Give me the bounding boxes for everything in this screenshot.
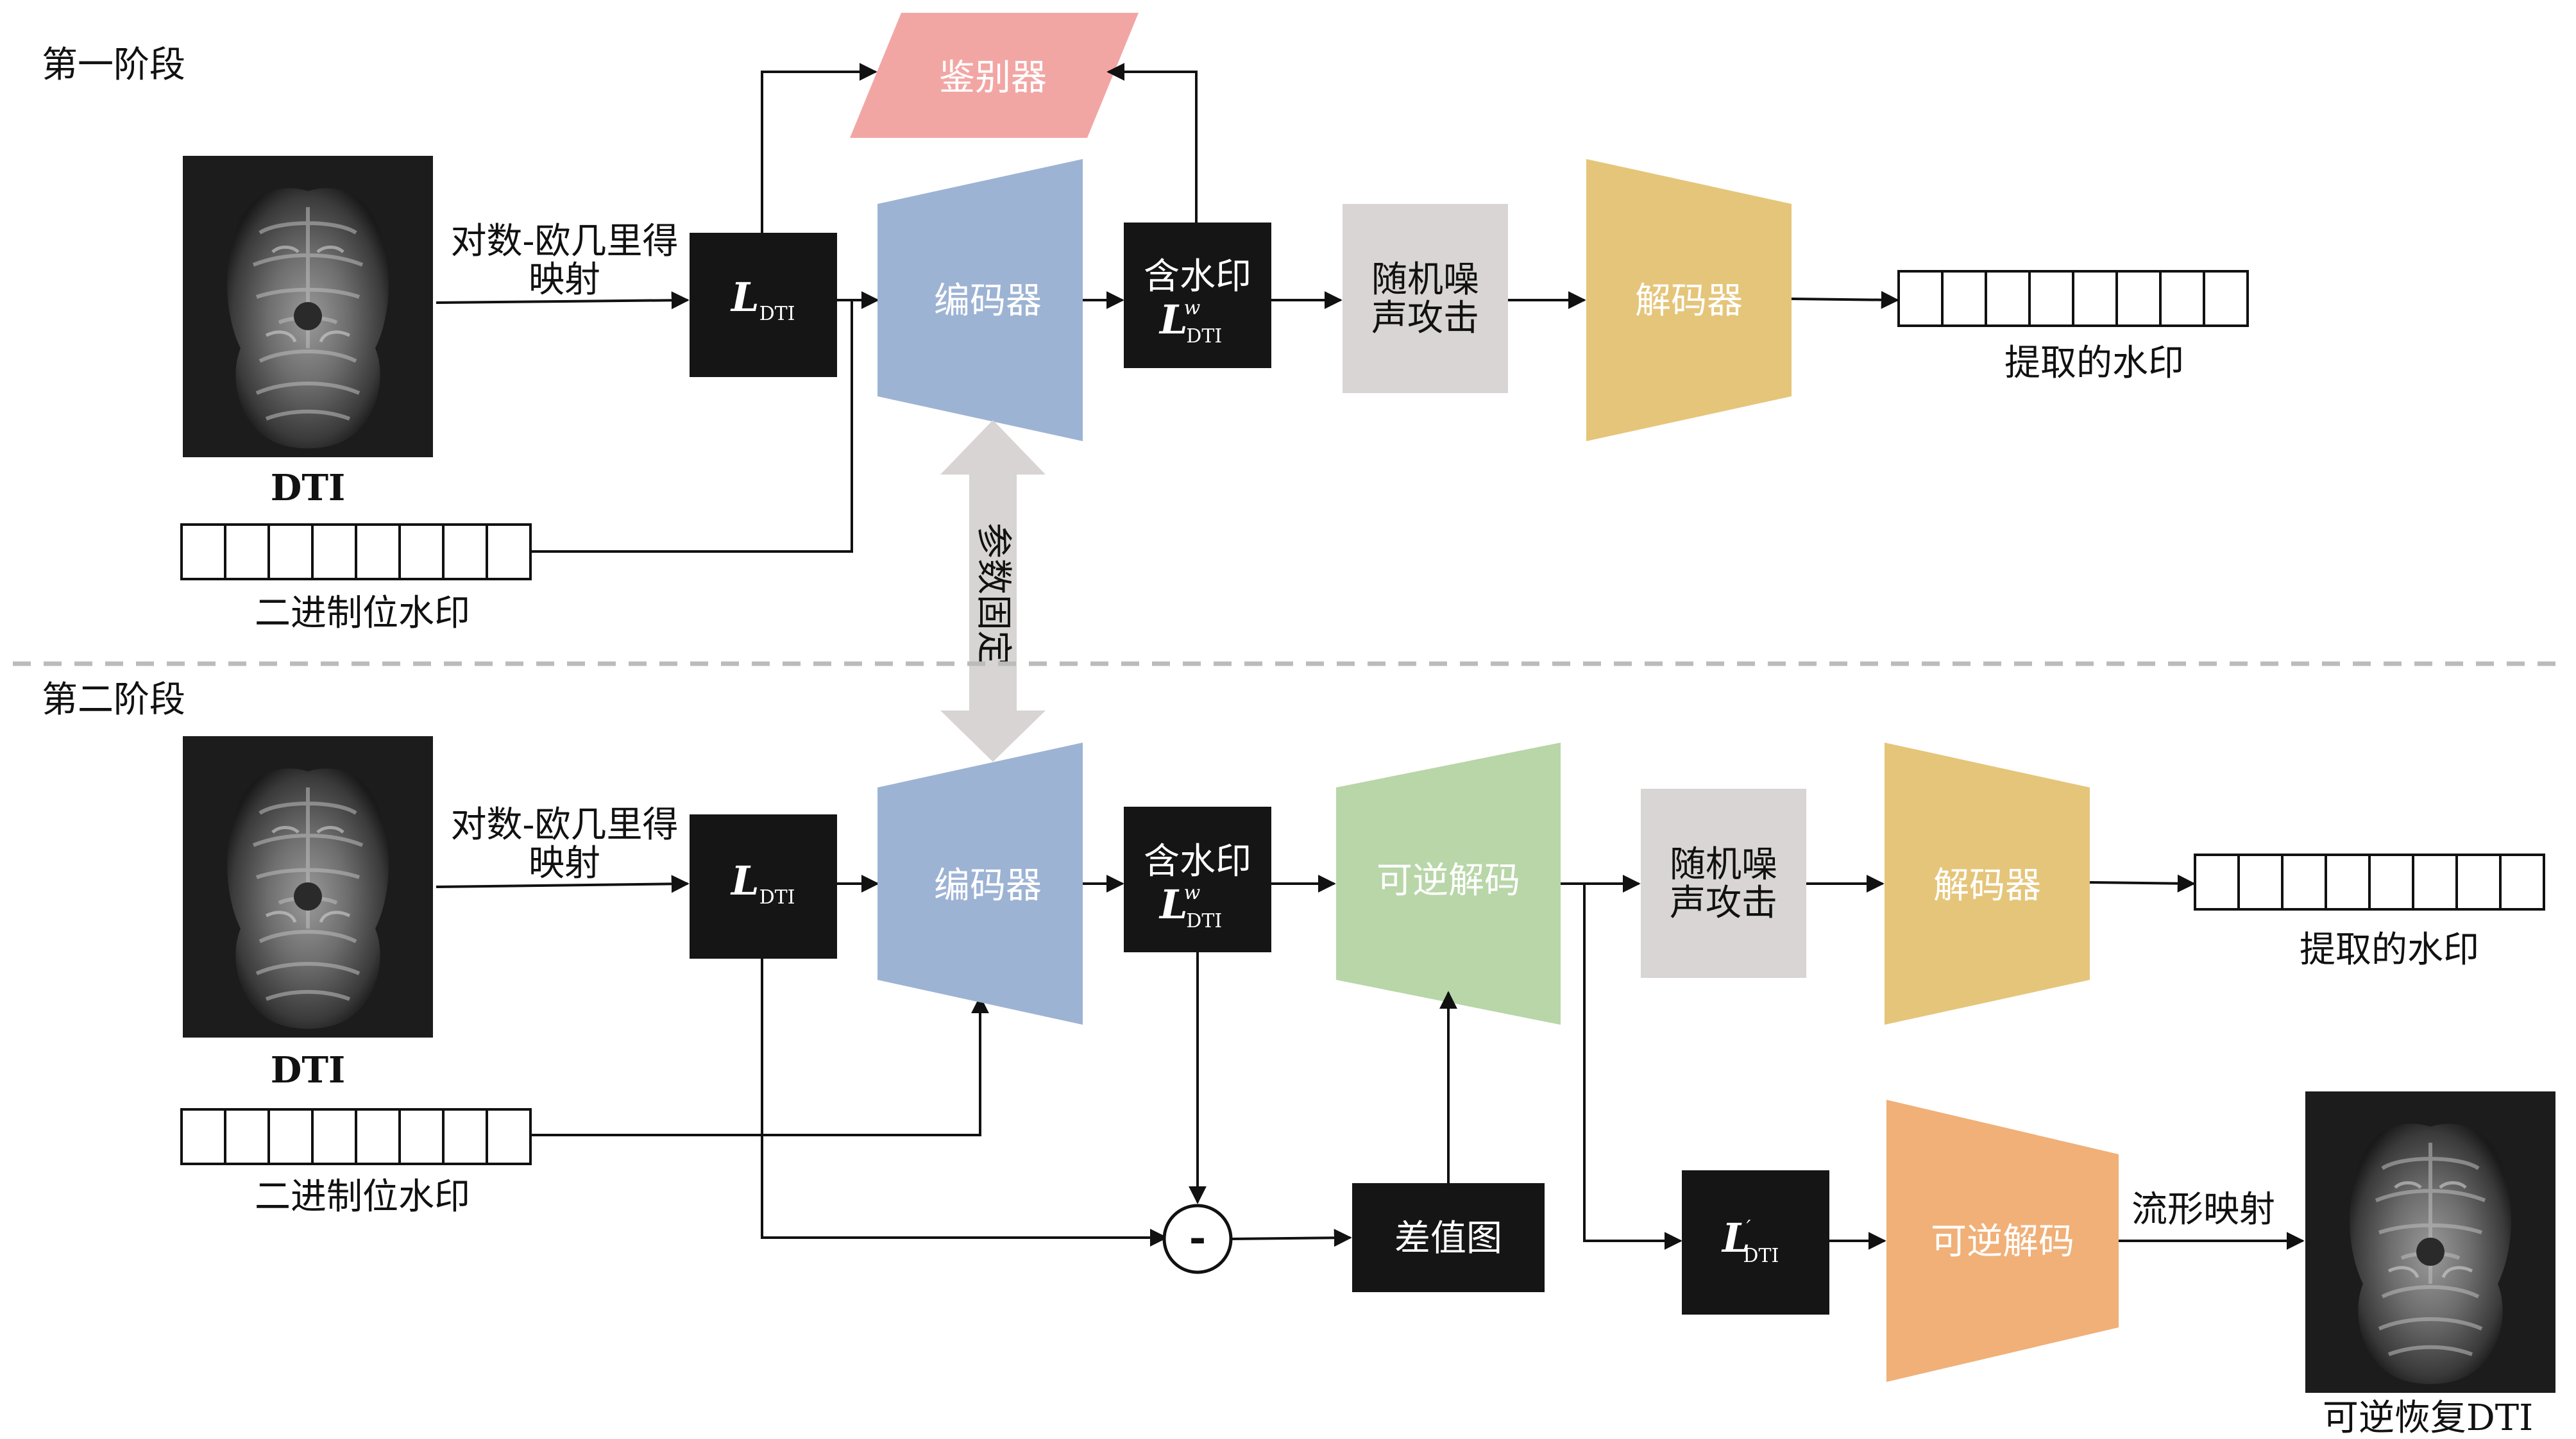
- stage1-noise-line1: 随机噪: [1371, 259, 1479, 301]
- stage1-discriminator-label: 鉴别器: [939, 57, 1047, 99]
- stage2-invertible-decoding-label: 可逆解码: [1377, 860, 1520, 902]
- stage1-l-dti-symbol: LDTI: [730, 274, 795, 325]
- stage2-dti-label: DTI: [271, 1049, 345, 1091]
- stage2-binary-watermark: [180, 1108, 532, 1165]
- stage2-log-euclid-text: 对数-欧几里得: [451, 804, 679, 846]
- param-fixed-label: 参数固定: [972, 523, 1014, 666]
- stage1-extracted-watermark: [1897, 270, 2249, 327]
- minus-symbol: -: [1189, 1214, 1207, 1262]
- stage2-noise-line2: 声攻击: [1670, 882, 1777, 924]
- stage2-encoder: [877, 743, 1083, 1025]
- stage2-l-dti-symbol: LDTI: [730, 857, 795, 909]
- stage1-extracted-label: 提取的水印: [2004, 342, 2184, 384]
- recovered-dti-label: 可逆恢复DTI: [2323, 1397, 2533, 1439]
- stage1-label: 第一阶段: [42, 44, 185, 86]
- stage2-noise-attack: [1641, 789, 1806, 978]
- stage1-mapping-text: 映射: [529, 259, 600, 301]
- stage1-arrow-dti-to-l: [436, 291, 690, 310]
- stage2-noise-line1: 随机噪: [1670, 844, 1777, 886]
- diff-map-label: 差值图: [1394, 1218, 1502, 1259]
- stage1-decoder-label: 解码器: [1635, 280, 1743, 322]
- diff-map-box: [1352, 1183, 1545, 1292]
- stage1-l-dti-box: [690, 233, 837, 377]
- stage1-watermarked-box: [1124, 223, 1271, 368]
- stage1-watermarked-label: 含水印: [1144, 256, 1251, 298]
- stage2-dti-image: brain-mri-icon: [183, 736, 433, 1038]
- stage2-binary-watermark-label: 二进制位水印: [255, 1176, 470, 1218]
- stage1-discriminator: [850, 13, 1139, 138]
- stage1-arrow-decoder-to-extracted: [1791, 290, 1899, 309]
- stage2-watermark-feed-line: [530, 995, 989, 1136]
- stage1-noise-attack: [1343, 204, 1508, 393]
- l-dti-prime-box: [1682, 1170, 1829, 1315]
- manifold-mapping-label: 流形映射: [2131, 1189, 2275, 1231]
- stage1-dti-label: DTI: [271, 467, 345, 509]
- stage2-watermarked-label: 含水印: [1144, 841, 1251, 882]
- stage2-arrow-l-to-minus: [761, 959, 1168, 1247]
- stage1-binary-watermark-label: 二进制位水印: [255, 593, 470, 634]
- stage2-arrow-minus-to-diff: [1230, 1229, 1352, 1247]
- stage2-encoder-label: 编码器: [934, 865, 1042, 907]
- stage2-arrow-dti-to-l: [436, 875, 690, 893]
- stage2-label: 第二阶段: [42, 679, 185, 721]
- stage2-arrow-branch-to-lprime: [1583, 884, 1682, 1250]
- stage2-decoder: [1885, 743, 2090, 1025]
- stage1-encoder: [877, 159, 1083, 441]
- stage2-invertible-decoding-orange: [1886, 1100, 2119, 1382]
- stage1-dti-image: brain-mri-icon: [183, 156, 433, 457]
- stage2-arrow-decoder-to-extracted: [2089, 874, 2196, 893]
- stage2-extracted-watermark: [2194, 854, 2545, 911]
- stage2-mapping-text: 映射: [529, 843, 600, 884]
- stage2-extracted-label: 提取的水印: [2300, 929, 2479, 971]
- param-fixed-arrow: [940, 420, 1046, 762]
- stage2-watermarked-box: [1124, 807, 1271, 952]
- stage1-arrow-l-to-discriminator: [761, 63, 877, 233]
- stage1-decoder: [1586, 159, 1792, 441]
- stage1-watermark-feed-line: [530, 300, 853, 553]
- stage2-invertible-decoding-orange-label: 可逆解码: [1931, 1221, 2074, 1263]
- recovered-dti-image: brain-mri-icon: [2305, 1091, 2555, 1393]
- stage2-invertible-decoding: [1336, 743, 1561, 1025]
- stage1-encoder-label: 编码器: [934, 280, 1042, 322]
- stage1-log-euclid-text: 对数-欧几里得: [451, 221, 679, 262]
- stage2-l-dti-box: [690, 814, 837, 959]
- l-dti-prime-symbol: L′DTI: [1721, 1215, 1779, 1267]
- stage2-decoder-label: 解码器: [1933, 865, 2041, 907]
- stage1-arrow-watermarked-to-discriminator: [1106, 63, 1198, 223]
- stage1-noise-line2: 声攻击: [1371, 298, 1479, 339]
- stage1-binary-watermark: [180, 523, 532, 580]
